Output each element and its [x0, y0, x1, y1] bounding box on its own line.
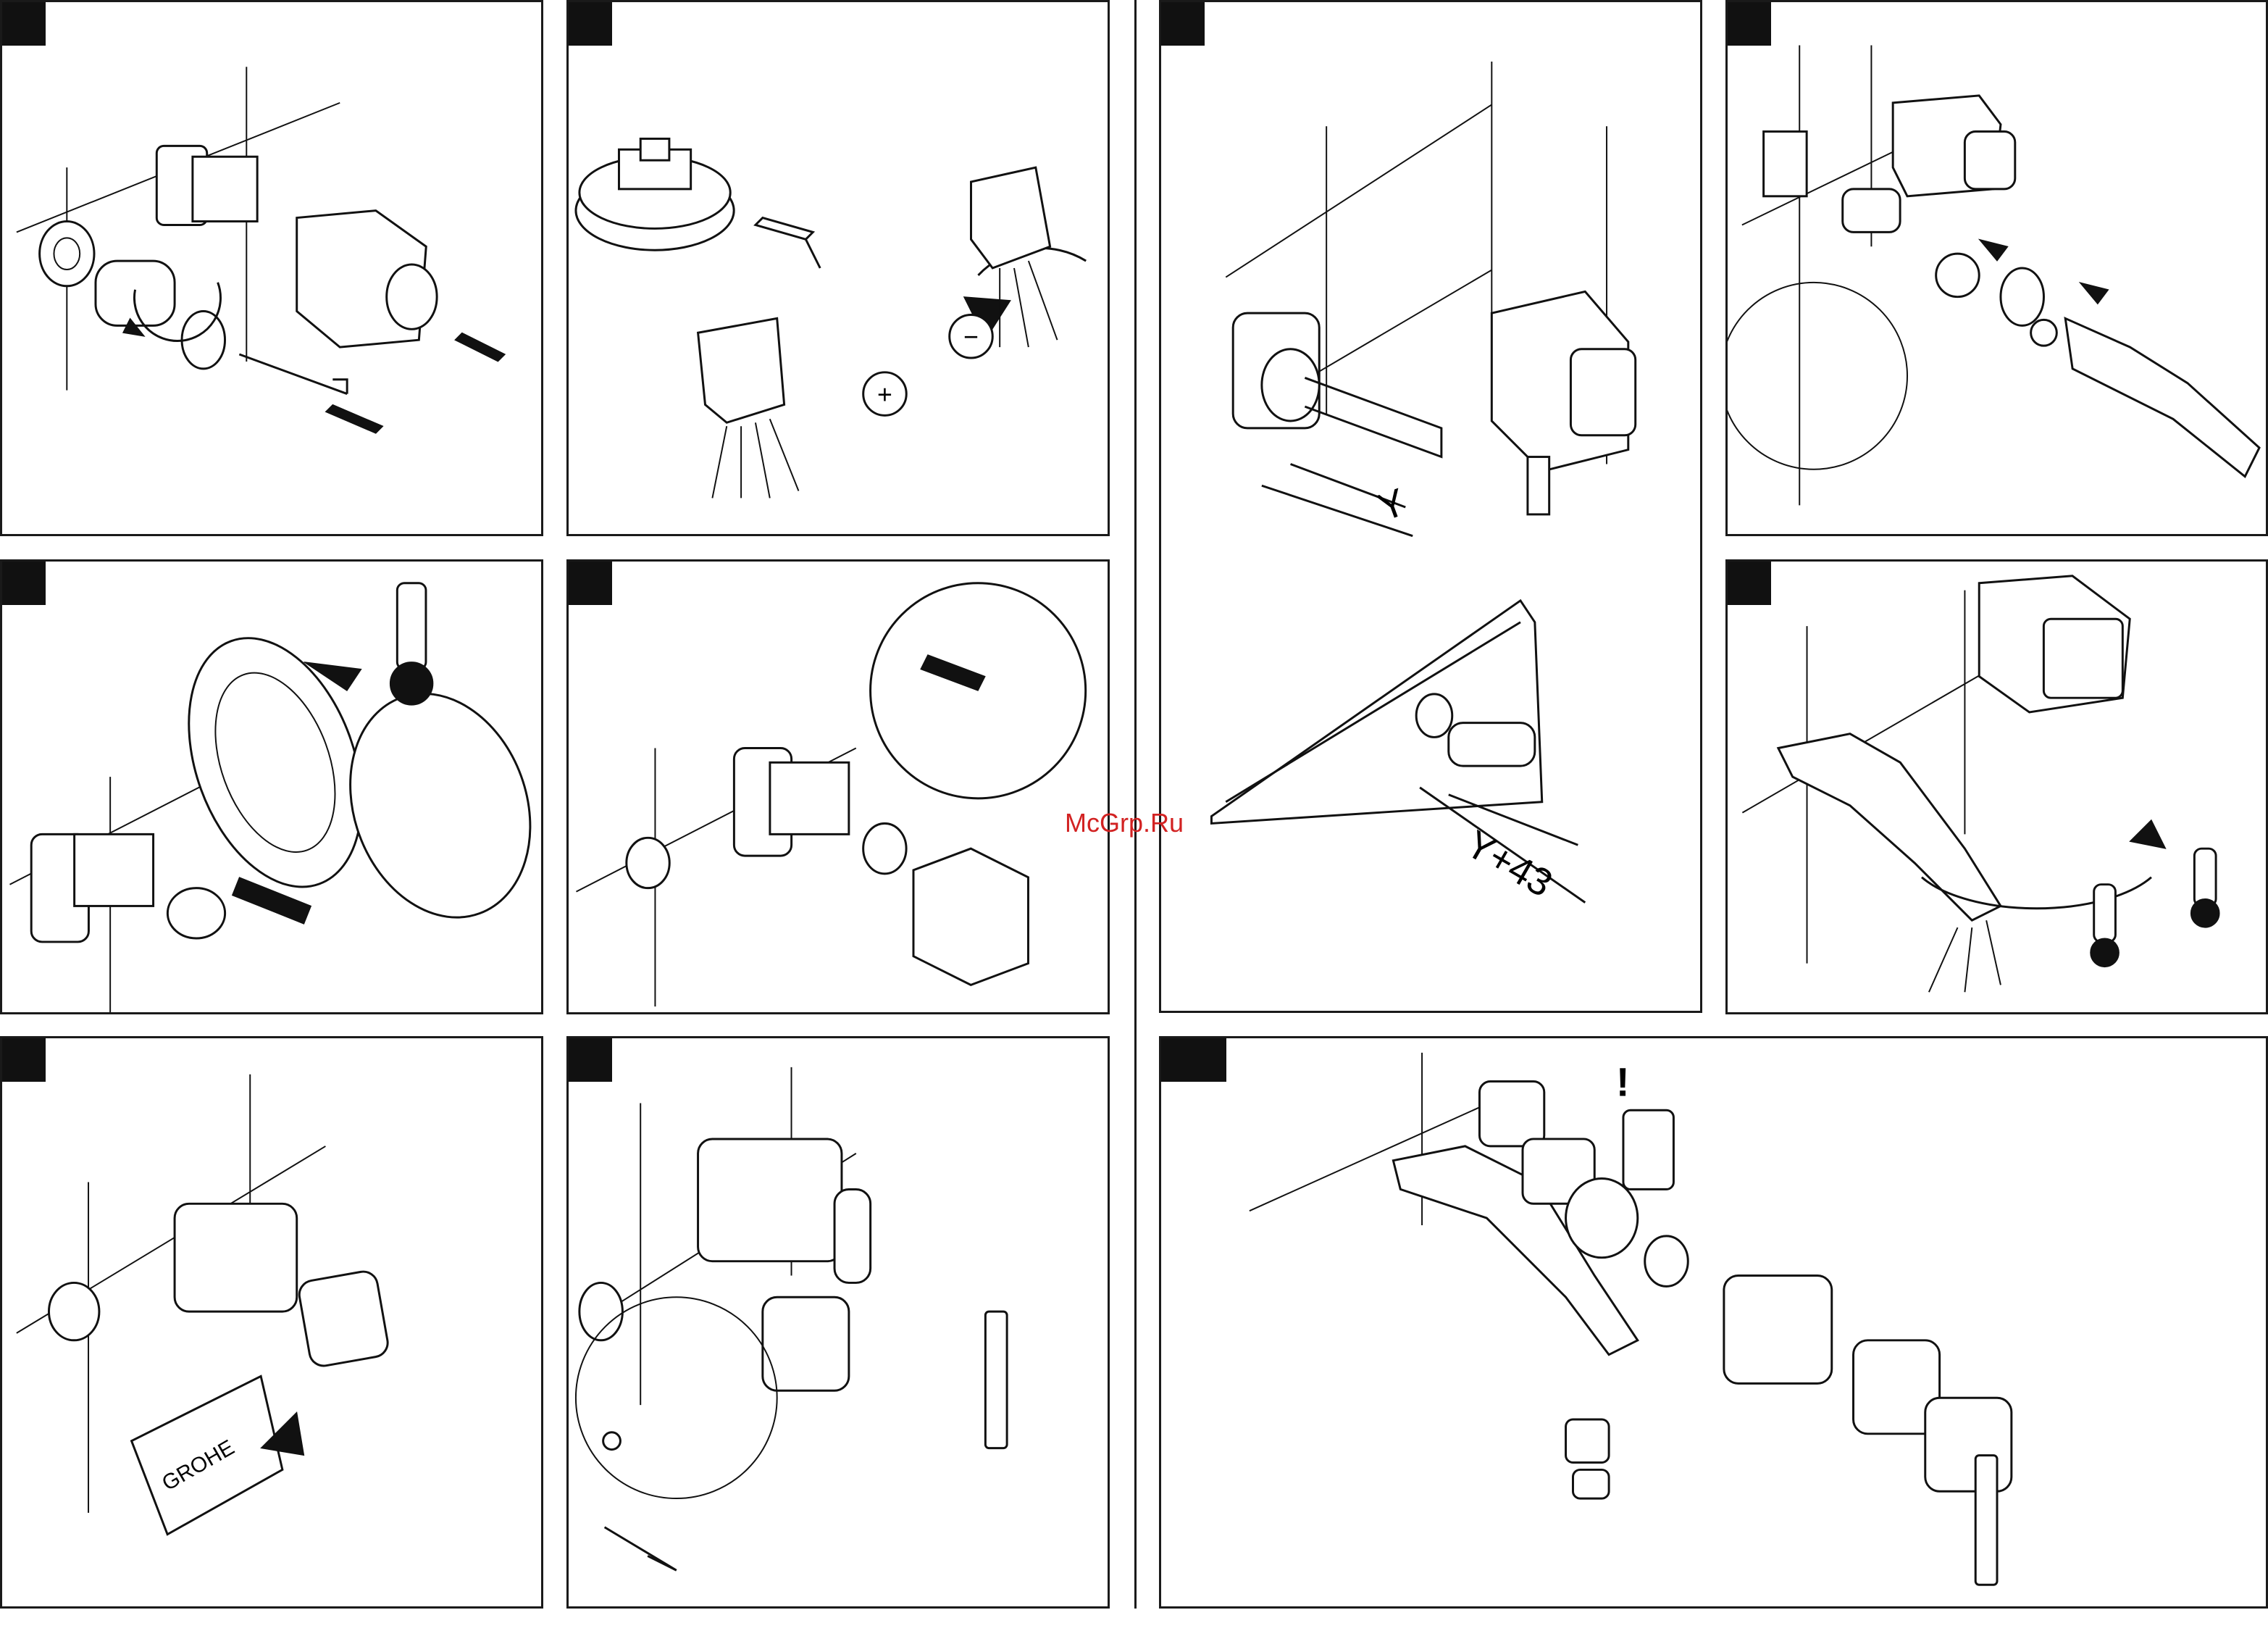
panel-cartridge-removal — [0, 0, 543, 536]
panel-spout-installation — [1725, 0, 2268, 536]
decrease-symbol: − — [963, 322, 979, 351]
dimension-label-y: Y — [1372, 480, 1411, 530]
mixing-setting-illustration — [1728, 562, 2266, 1012]
cartridge-insertion-illustration — [569, 562, 1108, 1012]
panel-temperature-limiter — [0, 559, 543, 1014]
dimension-label-y-plus-43: Y+43 — [1459, 822, 1560, 905]
temperature-calibration-illustration: + − — [569, 2, 1108, 534]
wall-measurement-illustration: Y Y+43 — [1161, 2, 1700, 1011]
watermark-text: McGrp.Ru — [1065, 808, 1184, 838]
panel-handle-assembly — [566, 1036, 1110, 1609]
panel-temperature-calibration: + − — [566, 0, 1110, 536]
panel-cartridge-insertion — [566, 559, 1110, 1014]
caution-mark: ! — [1616, 1059, 1630, 1104]
increase-symbol: + — [877, 380, 892, 409]
panel-exploded-view: ! — [1159, 1036, 2268, 1609]
panel-wall-measurement: Y Y+43 — [1159, 0, 1702, 1013]
spout-installation-illustration — [1728, 2, 2266, 534]
temperature-limiter-illustration — [2, 562, 541, 1012]
cleaning-illustration: GROHE — [2, 1038, 541, 1606]
column-separator — [1134, 0, 1137, 1609]
cartridge-removal-illustration — [2, 2, 541, 534]
panel-cleaning: GROHE — [0, 1036, 543, 1609]
handle-assembly-illustration — [569, 1038, 1108, 1606]
exploded-view-illustration: ! — [1161, 1038, 2266, 1606]
panel-mixing-setting — [1725, 559, 2268, 1014]
